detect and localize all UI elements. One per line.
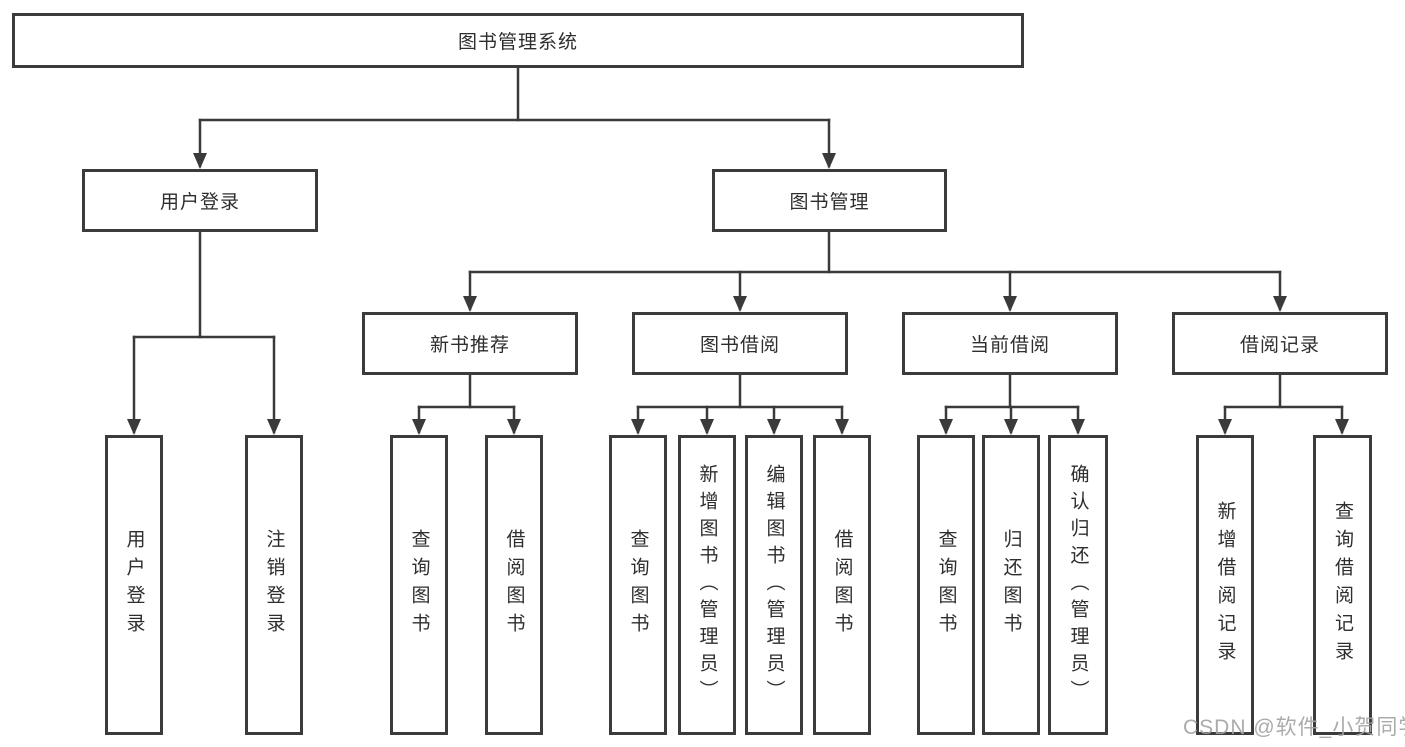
node-label: 查询借阅记录 (1332, 501, 1353, 669)
node-label: 注销登录 (263, 529, 285, 641)
node-library-system: 图书管理系统 (12, 13, 1024, 68)
node-cb-search-books: 查询图书 (917, 435, 975, 735)
node-borrow-record: 借阅记录 (1172, 312, 1388, 375)
node-login: 用户登录 (105, 435, 163, 735)
node-br-search-borrow-record: 查询借阅记录 (1313, 435, 1372, 735)
node-label: 查询图书 (627, 529, 649, 641)
node-bb-search-books: 查询图书 (609, 435, 667, 735)
node-br-add-borrow-record: 新增借阅记录 (1196, 435, 1254, 735)
node-cb-confirm-return-admin: 确认归还（管理员） (1048, 435, 1108, 735)
node-label: 当前借阅 (969, 335, 1050, 356)
node-new-book-recommendation: 新书推荐 (362, 312, 578, 375)
node-label: 图书管理 (789, 192, 870, 213)
node-current-borrow: 当前借阅 (902, 312, 1118, 375)
node-label: 图书借阅 (699, 335, 780, 356)
node-label: 新增借阅记录 (1214, 501, 1236, 669)
node-label: 借阅图书 (831, 529, 853, 641)
node-bb-add-book-admin: 新增图书（管理员） (678, 435, 736, 735)
node-label: 用户登录 (159, 192, 240, 213)
node-label: 编辑图书（管理员） (763, 463, 785, 707)
node-book-borrow: 图书借阅 (632, 312, 848, 375)
node-label: 新书推荐 (429, 335, 510, 356)
node-label: 借阅图书 (503, 529, 525, 641)
node-nbr-borrow-books: 借阅图书 (485, 435, 543, 735)
node-book-management: 图书管理 (712, 169, 947, 232)
node-label: 确认归还（管理员） (1067, 463, 1089, 707)
node-cb-return-books: 归还图书 (982, 435, 1040, 735)
node-nbr-search-books: 查询图书 (390, 435, 448, 735)
node-label: 归还图书 (1000, 529, 1022, 641)
node-bb-edit-book-admin: 编辑图书（管理员） (745, 435, 803, 735)
node-label: 用户登录 (123, 529, 145, 641)
node-label: 图书管理系统 (457, 32, 578, 53)
node-user-login: 用户登录 (82, 169, 318, 232)
node-label: 借阅记录 (1239, 335, 1320, 356)
csdn-watermark: CSDN @软件_小贺同学 (1183, 716, 1405, 739)
node-logout: 注销登录 (245, 435, 303, 735)
node-label: 新增图书（管理员） (696, 463, 718, 707)
node-label: 查询图书 (408, 529, 430, 641)
node-label: 查询图书 (935, 529, 957, 641)
node-bb-borrow-books: 借阅图书 (813, 435, 871, 735)
